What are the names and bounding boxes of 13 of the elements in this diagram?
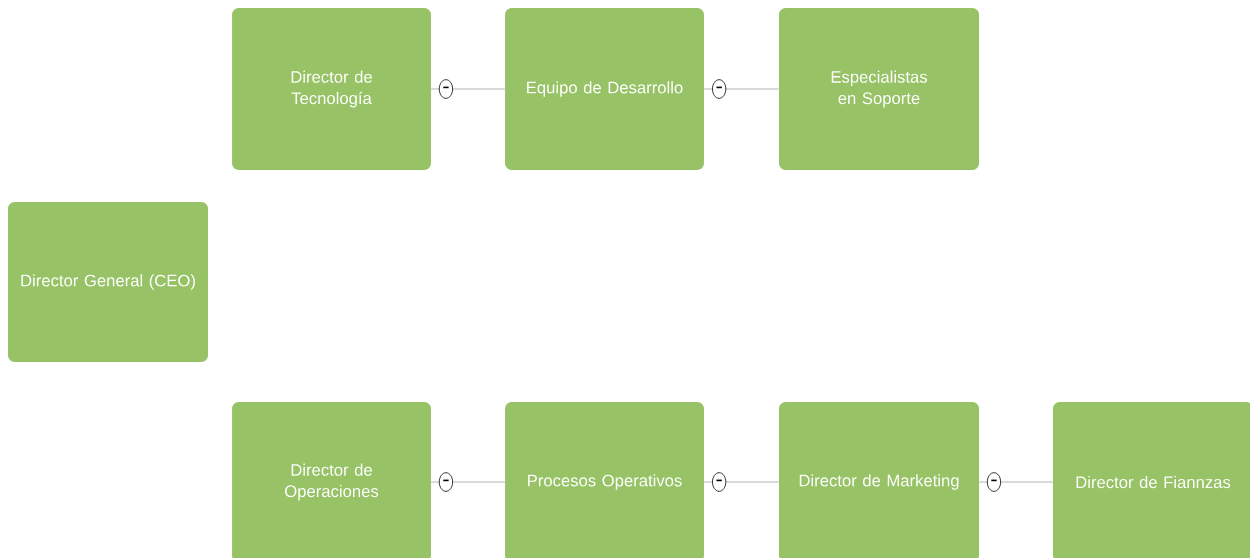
org-box: Director de Operaciones <box>232 402 431 558</box>
org-box: Director de Marketing <box>779 402 979 558</box>
connector <box>430 481 506 483</box>
org-box: Director de Tecnología <box>232 8 431 170</box>
org-box: Procesos Operativos <box>505 402 704 558</box>
org-box: Equipo de Desarrollo <box>505 8 704 170</box>
connector <box>703 88 780 90</box>
org-box: Director General (CEO) <box>8 202 208 362</box>
org-box: Especialistas en Soporte <box>779 8 979 170</box>
org-box: Director de Fiannzas <box>1053 402 1250 558</box>
connector <box>703 481 780 483</box>
connector <box>978 481 1054 483</box>
connector <box>430 88 506 90</box>
